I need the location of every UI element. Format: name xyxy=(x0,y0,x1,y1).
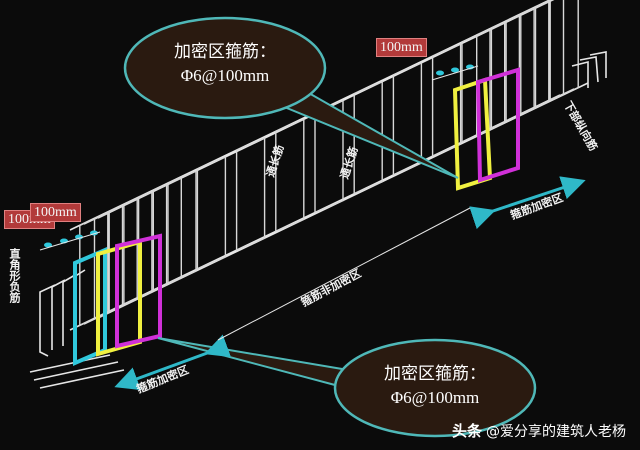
callout-bottom: 加密区箍筋： Φ6@100mm xyxy=(360,362,510,410)
stirrup xyxy=(314,99,344,214)
non-dense-zone-line xyxy=(217,207,471,341)
stirrup xyxy=(167,169,197,285)
stirrup xyxy=(235,137,266,252)
callout-bottom-line1: 加密区箍筋： xyxy=(384,364,486,384)
watermark-text: @爱分享的建筑人老杨 xyxy=(486,424,626,440)
stirrup xyxy=(549,0,579,101)
callout-top-line1: 加密区箍筋： xyxy=(174,42,276,62)
callout-top: 加密区箍筋： Φ6@100mm xyxy=(150,40,300,88)
spacing-markers-left xyxy=(44,230,98,248)
dim-tag-left-upper: 100mm xyxy=(30,203,81,222)
dense-zone-arrow-left xyxy=(114,334,232,391)
callout-bottom-line2: Φ6@100mm xyxy=(390,388,480,407)
stirrup xyxy=(275,118,305,233)
stirrup xyxy=(196,155,227,270)
right-end-bent-bars xyxy=(571,51,607,88)
dense-zone-arrow-right xyxy=(469,176,586,230)
dim-tag-right: 100mm xyxy=(376,38,427,57)
stirrup xyxy=(431,43,462,158)
label-right-angle-bar: 直角形负筋 xyxy=(8,248,21,303)
dim-ticks xyxy=(39,65,479,251)
dense-stirrup-magenta-right xyxy=(475,67,520,183)
stirrup xyxy=(392,61,423,176)
stirrup-group xyxy=(79,0,579,327)
callout-top-shape xyxy=(123,16,459,179)
watermark-brand: 头条 xyxy=(451,422,482,440)
spacing-markers-right xyxy=(436,64,474,76)
callout-top-line2: Φ6@100mm xyxy=(180,66,270,85)
watermark: 头条@爱分享的建筑人老杨 xyxy=(452,420,626,441)
callout-bottom-shape xyxy=(157,337,537,438)
